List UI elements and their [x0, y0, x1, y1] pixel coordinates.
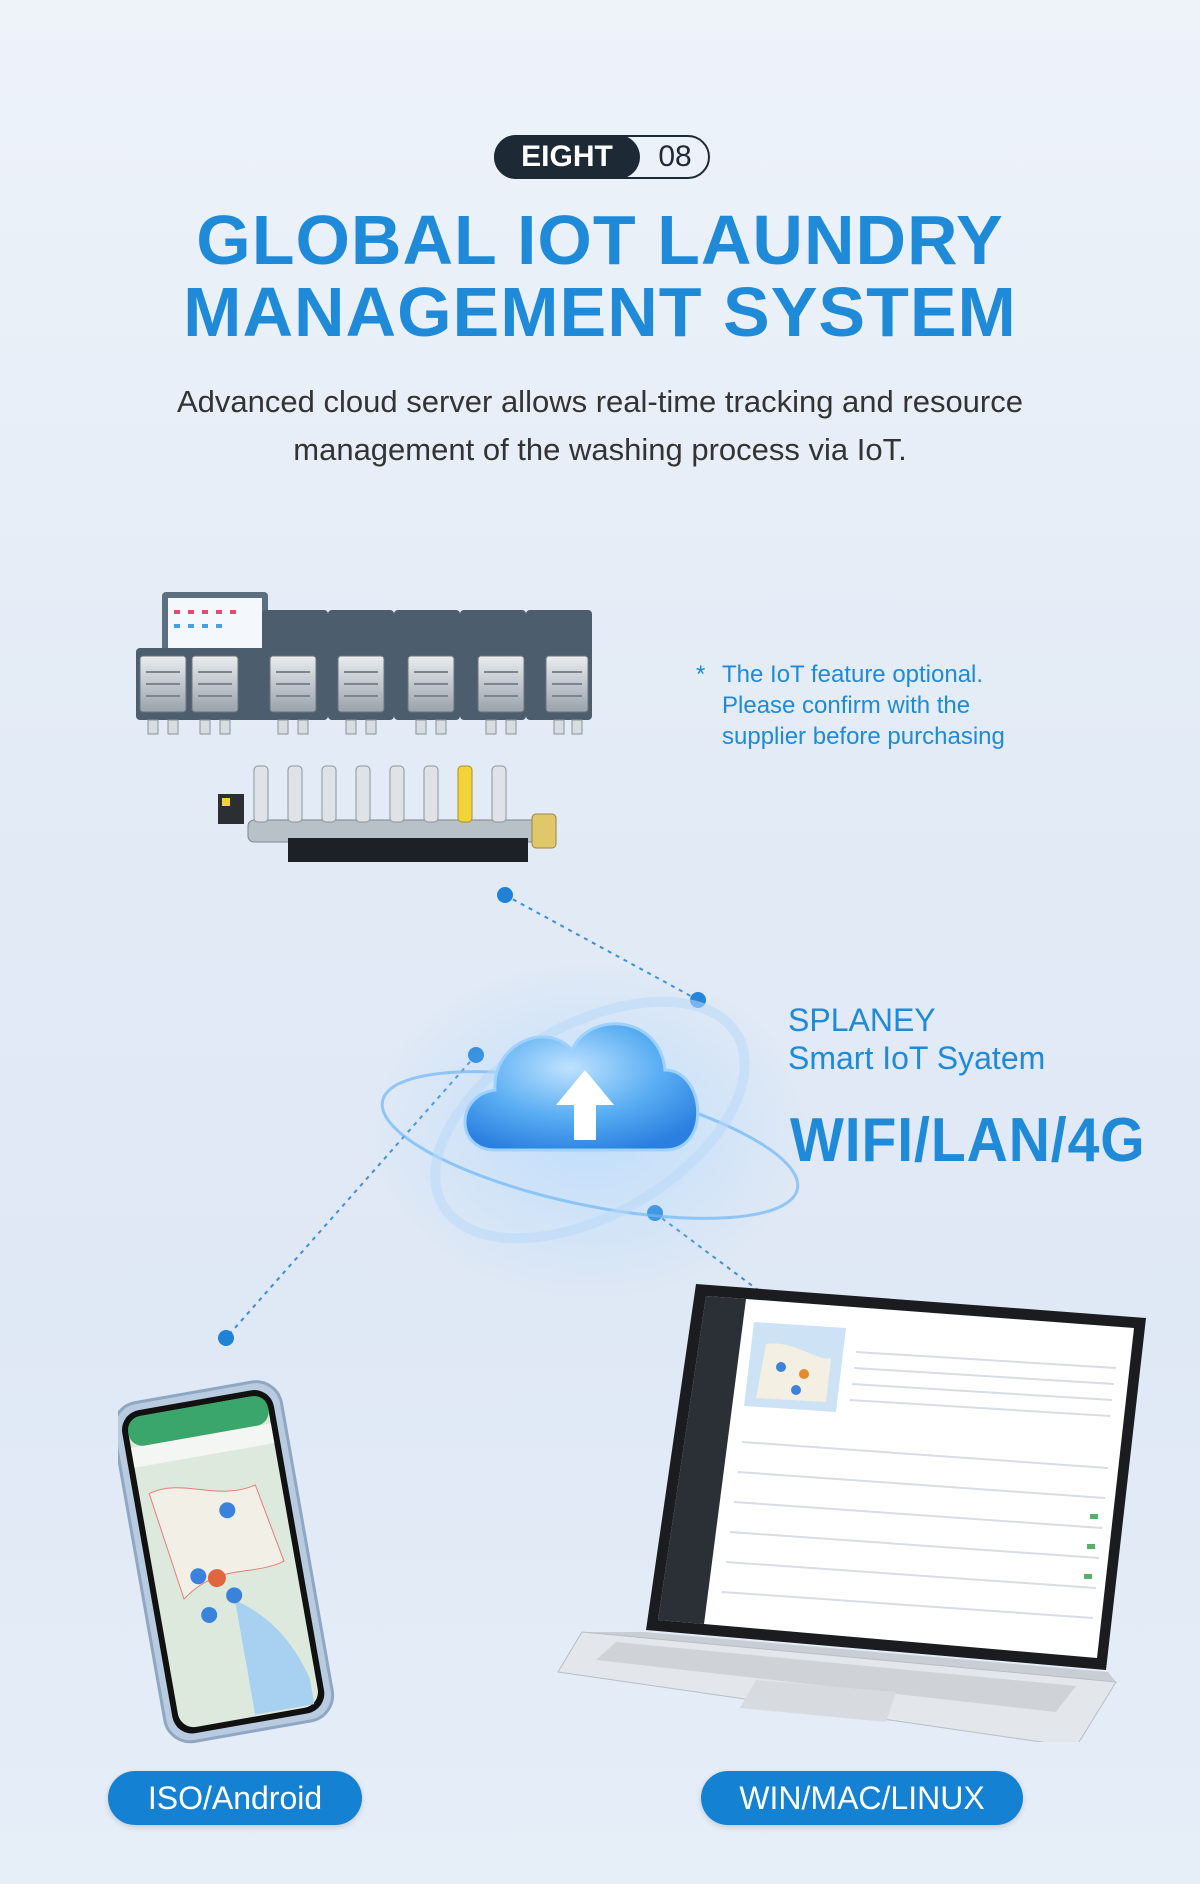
connectivity-protocols: WIFI/LAN/4G	[790, 1106, 1146, 1175]
page-title-line2: MANAGEMENT SYSTEM	[183, 273, 1017, 351]
subtitle-line1: Advanced cloud server allows real-time t…	[176, 384, 1023, 419]
subtitle-line2: management of the washing process via Io…	[293, 432, 907, 467]
note-star: *	[696, 661, 706, 688]
brand-system: Smart IoT Syatem	[788, 1040, 1046, 1076]
mobile-platform-badge: ISO/Android	[108, 1771, 362, 1825]
laptop-image	[557, 1284, 1146, 1742]
dosing-pump-modules-image	[136, 592, 592, 862]
note-line3: supplier before purchasing	[722, 723, 1005, 750]
note-line1: The IoT feature optional.	[722, 661, 984, 688]
page-title-line1: GLOBAL IOT LAUNDRY	[196, 201, 1004, 279]
brand-name: SPLANEY	[788, 1002, 936, 1038]
badge-label: EIGHT	[494, 135, 640, 179]
note-line2: Please confirm with the	[722, 692, 971, 719]
smartphone-image	[118, 1380, 335, 1744]
badge-number: 08	[658, 140, 692, 173]
desktop-platform-badge: WIN/MAC/LINUX	[701, 1771, 1023, 1825]
